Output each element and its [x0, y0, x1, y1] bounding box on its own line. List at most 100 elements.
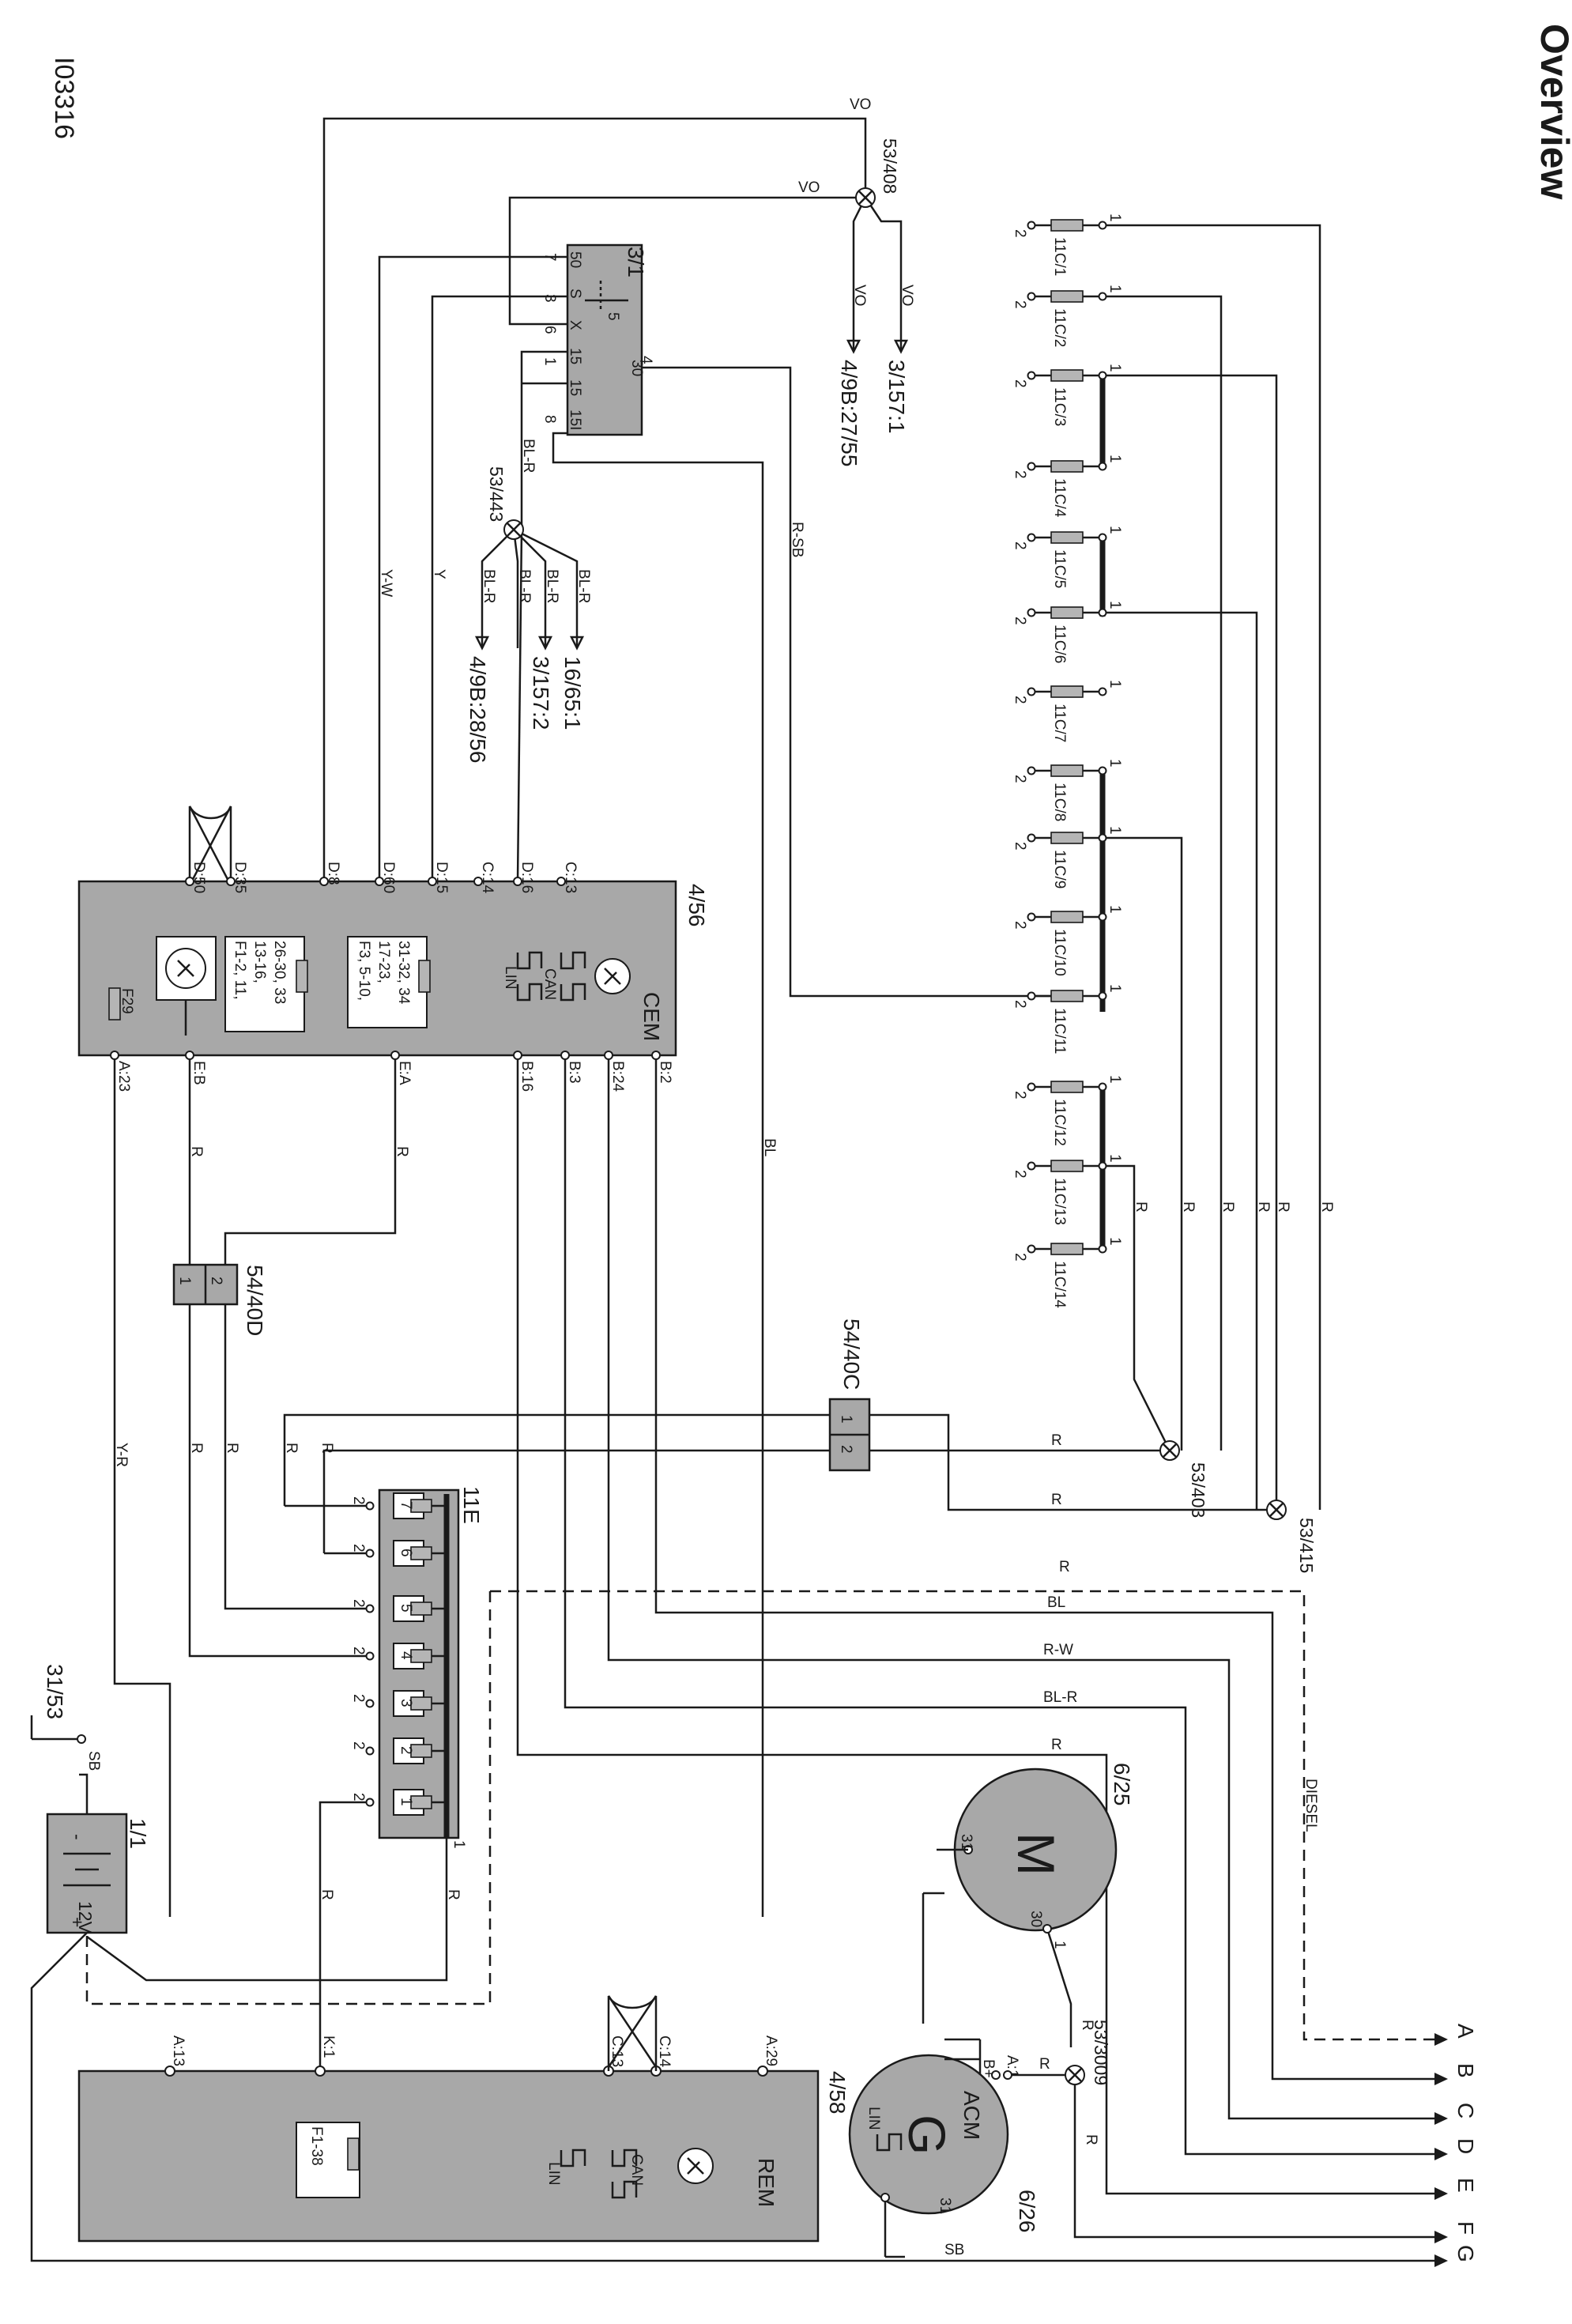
cem-bus-symbols: LIN CAN	[502, 951, 586, 1002]
fuse-11c: 11C/621	[1012, 601, 1123, 663]
wire-bl	[552, 432, 764, 1917]
fuse-11e-pin: 2	[350, 1793, 367, 1801]
svg-text:Y: Y	[431, 569, 447, 579]
cem-pin-label: B:16	[518, 1061, 535, 1092]
svg-text:30: 30	[628, 360, 645, 376]
output-D: D	[1434, 2138, 1478, 2160]
fuse-11c-pin-out: 2	[1012, 921, 1028, 930]
output-G: G	[1434, 2245, 1478, 2267]
svg-text:R: R	[1083, 2134, 1099, 2145]
cem-name: CEM	[639, 992, 664, 1041]
svg-text:R: R	[1051, 1432, 1062, 1449]
svg-text:15I: 15I	[567, 409, 583, 430]
svg-text:R: R	[1039, 2056, 1050, 2073]
fuse-11c-pin-in: 1	[1106, 905, 1123, 914]
fuse-11e-pin: 2	[350, 1647, 367, 1655]
wire-r-11c2	[1103, 295, 1223, 1451]
svg-text:VO: VO	[850, 96, 871, 113]
svg-text:F29: F29	[119, 988, 135, 1014]
svg-text:R: R	[1220, 1202, 1236, 1213]
wire-r-11c9	[1103, 836, 1183, 1451]
fuse-11c-label: 11C/8	[1051, 783, 1068, 821]
splice-53-408	[855, 187, 876, 208]
wire-r-e	[516, 1055, 1434, 2195]
svg-text:BL-R: BL-R	[520, 439, 537, 473]
fuse-11e-label: 7	[398, 1501, 414, 1510]
wires	[30, 117, 1434, 2262]
fuse-11e: 22	[350, 1737, 447, 1764]
svg-text:G: G	[898, 2115, 956, 2155]
svg-text:SB: SB	[85, 1751, 102, 1771]
fuse-11c-pin-out: 2	[1012, 541, 1028, 550]
fuse-11e-bus-pin: 1	[450, 1840, 467, 1849]
fuse-11e: 42	[350, 1643, 447, 1669]
svg-text:R: R	[224, 1443, 240, 1454]
svg-text:8: 8	[541, 415, 558, 424]
battery: - 12V + 1/1	[46, 1813, 150, 1934]
fusebox-11c: 11C/12111C/22111C/32111C/42111C/52111C/6…	[1012, 213, 1123, 1308]
fuse-11c-pin-out: 2	[1012, 379, 1028, 388]
fuse-11c-list: 11C/12111C/22111C/32111C/42111C/52111C/6…	[1012, 213, 1123, 1308]
cem-pin-label: E:A	[396, 1061, 413, 1085]
fuse-11e-pin: 2	[350, 1496, 367, 1505]
svg-text:F1-38: F1-38	[308, 2126, 325, 2166]
cem-pin-label: B:3	[566, 1061, 582, 1084]
svg-text:R-W: R-W	[1043, 1642, 1073, 1658]
svg-text:15: 15	[567, 348, 583, 364]
svg-text:1: 1	[541, 357, 558, 366]
svg-text:R: R	[188, 1443, 205, 1454]
fuse-11e: 72	[350, 1492, 447, 1519]
svg-text:53/408: 53/408	[880, 138, 900, 194]
fuse-11c-label: 11C/14	[1051, 1261, 1068, 1308]
svg-text:Y-R: Y-R	[113, 1443, 130, 1467]
svg-text:-: -	[67, 1834, 88, 1840]
output-C: C	[1434, 2103, 1478, 2125]
ignition-switch: 3/1 5 7 3 6 1 8 4 50 S X 15 15 15I 30	[541, 243, 654, 436]
fuse-11e: 62	[350, 1540, 447, 1567]
svg-text:R: R	[283, 1443, 300, 1454]
svg-text:26-30, 33: 26-30, 33	[271, 941, 288, 1004]
svg-text:4/9B:28/56: 4/9B:28/56	[466, 656, 490, 763]
svg-text:R: R	[445, 1889, 462, 1900]
wire-r-f	[1073, 2075, 1434, 2239]
cem-pin-label: D:15	[433, 862, 450, 893]
fuse-11c: 11C/821	[1012, 759, 1123, 821]
fuse-11c-pin-out: 2	[1012, 1253, 1028, 1262]
wire-yr	[113, 1055, 172, 1917]
cem-pin-label: C:13	[562, 862, 579, 893]
fuse-11c-label: 11C/9	[1051, 850, 1068, 888]
connector-40c: 1 2 54/40C	[828, 1319, 871, 1472]
wire-sb-bat	[79, 1773, 89, 1814]
fuse-11c-pin-out: 2	[1012, 1091, 1028, 1100]
svg-text:16/65:1: 16/65:1	[560, 656, 585, 730]
svg-text:R: R	[319, 1889, 335, 1900]
svg-text:C:14: C:14	[656, 2035, 673, 2068]
cem-pin-label: C:14	[479, 862, 496, 894]
wire-vo-50	[508, 196, 857, 326]
output-E: E	[1434, 2178, 1478, 2200]
splice-53-403	[1159, 1440, 1180, 1461]
cem-pin-label: D:60	[380, 862, 397, 893]
fuse-11c-label: 11C/2	[1051, 308, 1068, 347]
svg-text:R: R	[1051, 1737, 1062, 1753]
output-label: E	[1453, 2178, 1478, 2193]
svg-text:VO: VO	[851, 285, 868, 306]
svg-text:1: 1	[176, 1277, 193, 1285]
svg-text:SB: SB	[944, 2242, 964, 2258]
svg-text:BL-R: BL-R	[516, 569, 533, 603]
output-label: G	[1453, 2245, 1478, 2262]
svg-text:BL-R: BL-R	[575, 569, 592, 603]
svg-text:R: R	[188, 1146, 205, 1157]
wire-11e-1	[319, 1801, 370, 2071]
svg-text:R: R	[1079, 2020, 1095, 2031]
svg-text:54/40D: 54/40D	[243, 1265, 267, 1336]
fuse-11c-pin-out: 2	[1012, 470, 1028, 479]
wire-40c-1	[283, 1413, 830, 1506]
svg-text:15: 15	[567, 379, 583, 396]
fuse-11c-pin-in: 1	[1106, 759, 1123, 768]
wire-rw-c	[607, 1055, 1434, 2120]
